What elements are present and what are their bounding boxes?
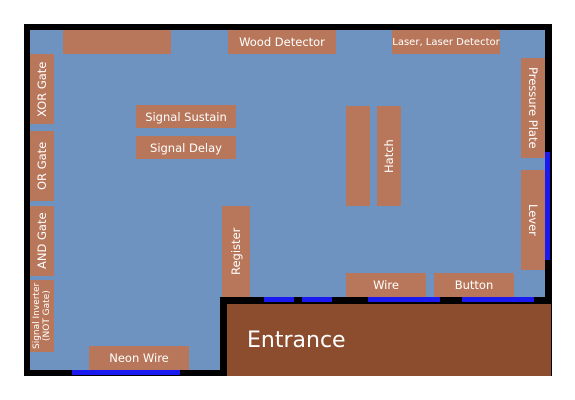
entrance-room[interactable]: Entrance [227, 304, 551, 376]
entrance-label: Entrance [247, 327, 346, 353]
signal-inverter-label: Signal Inverter (NOT Gate) [32, 282, 52, 350]
station-laser-detector[interactable]: Laser, Laser Detector [392, 30, 500, 54]
door-entrance-1[interactable] [264, 297, 294, 302]
xor-gate-label: XOR Gate [35, 61, 49, 117]
station-hatch[interactable]: Hatch [377, 106, 401, 206]
floor-area [30, 30, 545, 297]
door-right-upper[interactable] [545, 152, 550, 260]
wall-top-segment [30, 24, 545, 30]
neon-wire-label: Neon Wire [109, 351, 169, 365]
station-xor-gate[interactable]: XOR Gate [30, 54, 54, 124]
station-pressure-plate[interactable]: Pressure Plate [521, 58, 545, 158]
station-or-gate[interactable]: OR Gate [30, 131, 54, 201]
station-signal-delay[interactable]: Signal Delay [136, 136, 236, 159]
station-signal-sustain[interactable]: Signal Sustain [136, 105, 236, 128]
station-register[interactable]: Register [222, 206, 250, 297]
lever-label: Lever [526, 204, 540, 236]
station-and-gate[interactable]: AND Gate [30, 206, 54, 276]
wire-label: Wire [373, 278, 399, 292]
station-hatch-left[interactable] [346, 106, 370, 206]
door-bottom-left[interactable] [72, 370, 180, 375]
station-unlabeled-top[interactable] [63, 30, 171, 54]
door-entrance-4[interactable] [462, 297, 534, 302]
station-lever[interactable]: Lever [521, 170, 545, 270]
button-label: Button [454, 278, 494, 292]
register-label: Register [229, 227, 243, 276]
station-neon-wire[interactable]: Neon Wire [89, 346, 189, 370]
door-entrance-2[interactable] [302, 297, 332, 302]
station-wood-detector[interactable]: Wood Detector [228, 30, 336, 54]
or-gate-label: OR Gate [35, 141, 49, 191]
signal-sustain-label: Signal Sustain [145, 109, 227, 124]
station-signal-inverter[interactable]: Signal Inverter (NOT Gate) [30, 280, 54, 352]
station-wire[interactable]: Wire [346, 273, 426, 297]
hatch-label: Hatch [382, 139, 396, 173]
and-gate-label: AND Gate [35, 212, 49, 270]
pressure-plate-label: Pressure Plate [526, 67, 540, 149]
signal-delay-label: Signal Delay [150, 140, 222, 155]
station-button[interactable]: Button [434, 273, 514, 297]
laser-detector-label: Laser, Laser Detector [392, 36, 500, 48]
wood-detector-label: Wood Detector [239, 35, 325, 49]
door-entrance-3[interactable] [368, 297, 440, 302]
